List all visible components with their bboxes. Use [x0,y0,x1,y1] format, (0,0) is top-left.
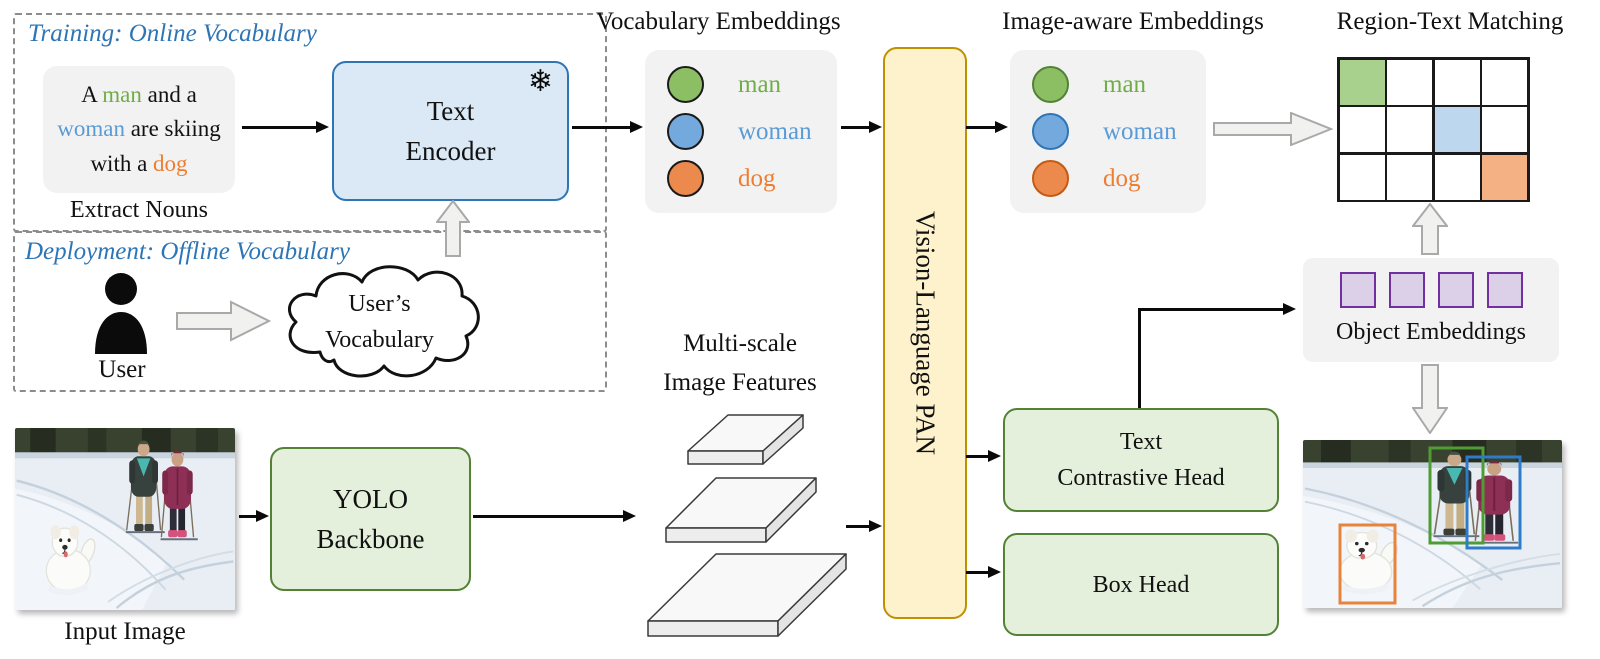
contrastive-head-line2: Contrastive Head [1057,465,1225,491]
grid-cell [1339,154,1385,200]
dog-label: dog [738,164,776,192]
yolo-backbone-line1: YOLO [333,483,408,514]
arrow-pan-to-contrastive-head [966,450,1001,462]
text-contrastive-head-box: Text Contrastive Head [1003,408,1279,512]
object-embedding-square [1437,272,1474,308]
multiscale-feature-slabs [647,414,847,637]
woman-embedding-circle [667,113,704,150]
contrastive-head-line1: Text [1119,429,1163,455]
man-embedding-circle [667,66,704,103]
arrow-head-to-objemb-horizontal [1139,303,1296,315]
bbox-woman [1465,455,1522,550]
arrow-caption-to-encoder [242,121,329,133]
arrow-yolo-to-features [473,510,636,522]
arrow-user-to-cloud [176,300,272,342]
object-embedding-square [1339,272,1376,308]
caption-text-box: A man and a woman are skiing with a dog [43,66,235,193]
arrow-object-emb-to-grid [1412,203,1448,255]
object-embeddings-label: Object Embeddings [1336,319,1526,345]
arrow-head-to-objemb-vertical [1138,308,1141,408]
noun-woman: woman [57,116,125,142]
arrow-cloud-to-encoder [436,200,470,257]
deployment-group-title: Deployment: Offline Vocabulary [25,238,350,265]
grid-cell [1434,154,1480,200]
snowflake-icon: ❄ [527,65,553,98]
noun-dog: dog [153,150,188,176]
grid-cell-match-woman [1434,107,1480,152]
user-label: User [98,356,146,383]
input-image-label: Input Image [64,618,186,645]
woman-label: woman [1103,117,1177,145]
user-icon [95,273,147,354]
image-aware-row-man: man [1010,61,1206,108]
image-aware-embeddings-title: Image-aware Embeddings [1002,8,1264,35]
vision-language-pan-label: Vision-Language PAN [910,210,941,456]
cloud-shape [288,265,480,378]
vocab-row-man: man [645,61,837,108]
image-aware-row-dog: dog [1010,155,1206,202]
bbox-man [1428,446,1485,545]
output-image-photo [1303,440,1562,608]
grid-cell [1387,59,1432,105]
vocab-row-dog: dog [645,155,837,202]
woman-label: woman [738,117,812,145]
image-aware-row-woman: woman [1010,108,1206,155]
yolo-backbone-box: YOLO Backbone [270,447,471,591]
object-embeddings-box: Object Embeddings [1303,258,1559,362]
arrow-vocab-to-pan [841,121,882,133]
noun-man: man [102,81,142,107]
vision-language-pan-box: Vision-Language PAN [883,47,967,619]
grid-cell-match-man [1339,59,1385,105]
vocab-row-woman: woman [645,108,837,155]
dog-image-aware-circle [1032,160,1069,197]
input-image-photo [15,428,235,610]
deployment-group-box [13,231,607,392]
grid-cell [1482,107,1527,152]
region-text-matching-grid [1337,57,1530,202]
man-image-aware-circle [1032,66,1069,103]
vocabulary-embeddings-box: man woman dog [645,50,837,213]
cloud-label: User’s Vocabulary [325,291,434,353]
multiscale-features-label: Multi-scale Image Features [663,330,817,396]
box-head-box: Box Head [1003,533,1279,636]
text-encoder-label-line2: Encoder [405,136,496,166]
training-group-title: Training: Online Vocabulary [28,20,317,47]
object-embedding-square [1486,272,1523,308]
region-text-matching-title: Region-Text Matching [1336,8,1564,35]
arrow-encoder-to-vocab [572,121,643,133]
dog-label: dog [1103,164,1141,192]
box-head-label: Box Head [1092,571,1190,598]
text-encoder-box: ❄ Text Encoder [332,61,569,201]
arrow-object-emb-to-output [1412,364,1448,434]
object-embedding-square [1388,272,1425,308]
arrow-input-to-yolo [239,510,269,522]
grid-cell [1387,107,1432,152]
grid-cell [1482,59,1527,105]
man-label: man [738,70,782,98]
extract-nouns-label: Extract Nouns [70,197,208,223]
image-aware-embeddings-box: man woman dog [1010,50,1206,213]
arrow-pan-to-box-head [966,566,1001,578]
man-label: man [1103,70,1147,98]
arrow-pan-to-image-aware [966,121,1008,133]
arrow-features-to-pan [846,520,882,532]
object-embedding-squares [1339,272,1523,308]
bbox-dog [1338,523,1397,605]
vocabulary-embeddings-title: Vocabulary Embeddings [596,8,841,35]
grid-cell [1387,154,1432,200]
dog-embedding-circle [667,160,704,197]
arrow-image-aware-to-grid [1213,112,1333,146]
yolo-backbone-line2: Backbone [316,524,425,554]
woman-image-aware-circle [1032,113,1069,150]
grid-cell-match-dog [1482,154,1527,200]
text-encoder-label-line1: Text [426,95,475,126]
caption-text: A man and a woman are skiing with a dog [57,81,221,176]
grid-cell [1339,107,1385,152]
grid-cell [1434,59,1480,105]
